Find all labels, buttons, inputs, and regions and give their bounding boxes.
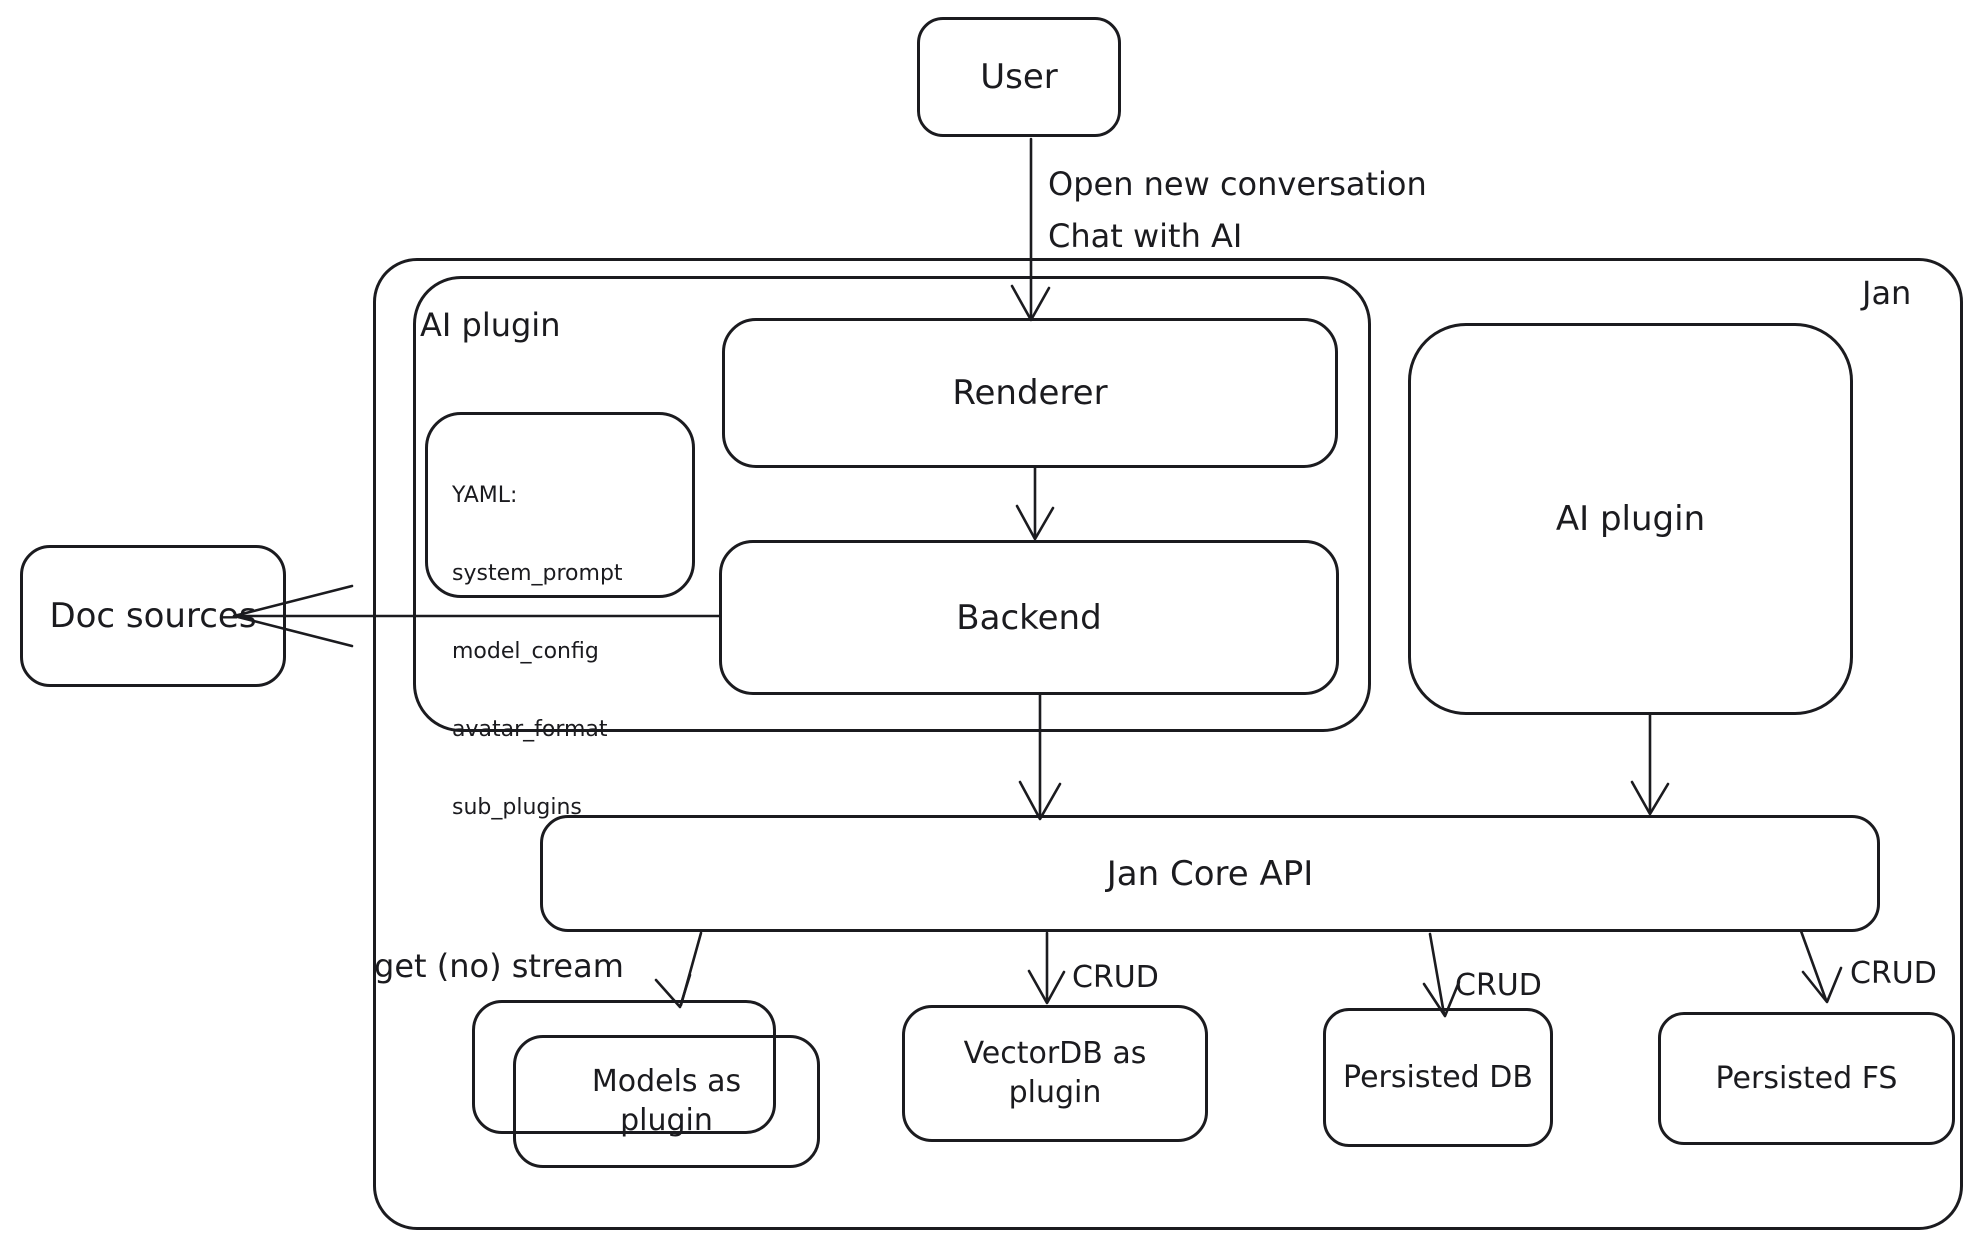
ai-plugin-group [413, 276, 1371, 732]
crud-persisted-fs-label: CRUD [1850, 956, 1937, 991]
jan-container [373, 258, 1963, 1230]
backend-node: Backend [719, 540, 1339, 695]
vectordb-plugin-label-line2: plugin [1008, 1074, 1102, 1110]
jan-core-api-node: Jan Core API [540, 815, 1880, 932]
user-arrow-label-line2: Chat with AI [1048, 217, 1243, 255]
ai-plugin-group-label: AI plugin [420, 306, 561, 344]
user-arrow-label: Open new conversation Chat with AI [1048, 158, 1427, 262]
yaml-note: YAML: system_prompt model_config avatar_… [425, 412, 695, 820]
doc-sources-node: Doc sources [20, 545, 286, 687]
models-plugin-label-line1: Models as [591, 1064, 742, 1100]
vectordb-plugin-label-line1: VectorDB as [963, 1036, 1147, 1072]
yaml-note-text: YAML: system_prompt model_config avatar_… [452, 431, 623, 873]
renderer-node: Renderer [722, 318, 1338, 468]
models-plugin-node-back [472, 1000, 776, 1134]
user-arrow-label-line1: Open new conversation [1048, 165, 1427, 203]
jan-core-api-node-label: Jan Core API [1106, 853, 1314, 894]
persisted-fs-node-label: Persisted FS [1715, 1061, 1898, 1096]
yaml-line: system_prompt [452, 561, 623, 586]
yaml-line: YAML: [452, 483, 518, 508]
yaml-line: avatar_format [452, 717, 608, 742]
crud-vectordb-label: CRUD [1072, 960, 1159, 995]
backend-node-label: Backend [956, 597, 1102, 638]
persisted-db-node-label: Persisted DB [1343, 1060, 1533, 1095]
stream-edge-label: get (no) stream [374, 947, 624, 985]
ai-plugin-node-label: AI plugin [1555, 499, 1706, 539]
user-node-label: User [980, 57, 1058, 97]
crud-persisted-db-label: CRUD [1455, 968, 1542, 1003]
yaml-line: model_config [452, 639, 599, 664]
doc-sources-node-label: Doc sources [49, 596, 257, 636]
user-node: User [917, 17, 1121, 137]
renderer-node-label: Renderer [952, 373, 1108, 413]
models-plugin-node: Models as plugin [513, 1035, 820, 1168]
persisted-db-node: Persisted DB [1323, 1008, 1553, 1147]
jan-container-label: Jan [1862, 274, 1912, 312]
models-plugin-label-line2: plugin [620, 1102, 713, 1138]
persisted-fs-node: Persisted FS [1658, 1012, 1955, 1145]
vectordb-plugin-node: VectorDB as plugin [902, 1005, 1208, 1142]
ai-plugin-node: AI plugin [1408, 323, 1853, 715]
